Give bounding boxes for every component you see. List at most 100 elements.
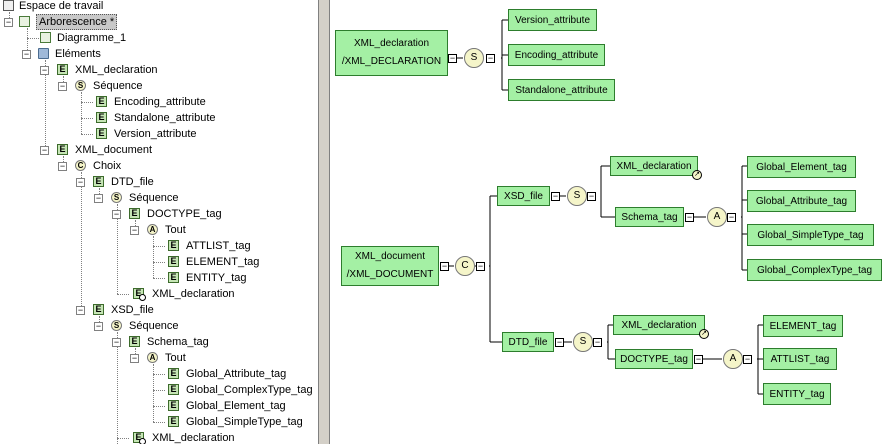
collapse-icon[interactable]: − [58,161,67,171]
collapse-icon[interactable]: − [94,193,103,203]
collapse-connector-icon[interactable]: − [551,191,560,201]
tree-item-label: DOCTYPE_tag [147,208,222,220]
collapse-connector-icon[interactable]: − [448,53,457,63]
diagram-canvas[interactable]: XML_declaration /XML_DECLARATION − S − V… [330,0,883,444]
collapse-icon[interactable]: − [130,353,139,363]
tree-guide [153,364,154,422]
diagram-standalone-attribute[interactable]: Standalone_attribute [508,79,615,101]
element-icon: E [168,256,179,267]
tree-guide [117,332,118,444]
collapse-connector-icon[interactable]: − [685,212,694,222]
tree-guide [153,278,165,279]
all-icon: A [147,352,158,363]
tree-panel[interactable]: Espace de travail − Arborescence * Diagr… [0,0,318,444]
choice-node[interactable]: C [455,256,475,276]
collapse-icon[interactable]: − [22,49,31,59]
element-reference-icon: E [133,288,146,301]
collapse-icon[interactable]: − [94,321,103,331]
sequence-node[interactable]: S [567,186,587,206]
collapse-connector-icon[interactable]: − [694,354,703,364]
tree-item-label: Schema_tag [147,336,209,348]
diagram-xml-declaration-ref[interactable]: XML_declaration [610,156,702,180]
diagram-dtd-file[interactable]: DTD_file [502,332,554,352]
diagram-schema-tag[interactable]: Schema_tag [615,207,684,227]
collapse-icon[interactable]: − [112,337,121,347]
tree-item-label: Global_ComplexType_tag [186,384,313,396]
tree-guide [45,60,46,150]
tree-item-label: Standalone_attribute [114,112,216,124]
tree-guide [153,262,165,263]
panel-splitter[interactable] [318,0,330,444]
diagram-global-simpletype-tag[interactable]: Global_SimpleType_tag [747,224,874,246]
diagram-xml-document[interactable]: XML_document /XML_DOCUMENT [341,246,439,286]
element-icon: E [96,112,107,123]
collapse-connector-icon[interactable]: − [486,53,495,63]
sequence-node[interactable]: S [573,332,593,352]
element-icon: E [168,416,179,427]
tree-item-label: DTD_file [111,176,154,188]
collapse-icon[interactable]: − [76,177,85,187]
element-icon: E [96,128,107,139]
diagram-doctype-tag[interactable]: DOCTYPE_tag [615,349,693,369]
diagram-global-attribute-tag[interactable]: Global_Attribute_tag [747,190,856,212]
element-icon: E [129,208,140,219]
collapse-icon[interactable]: − [112,209,121,219]
element-icon: E [96,96,107,107]
collapse-connector-icon[interactable]: − [440,261,449,271]
diagram-version-attribute[interactable]: Version_attribute [508,9,597,31]
diagram-xml-declaration[interactable]: XML_declaration /XML_DECLARATION [335,30,448,76]
diagram-global-complextype-tag[interactable]: Global_ComplexType_tag [747,259,882,281]
collapse-icon[interactable]: − [40,145,49,155]
collapse-connector-icon[interactable]: − [593,337,602,347]
tree-guide [153,374,165,375]
collapse-icon[interactable]: − [76,305,85,315]
tree-item-label: XML_declaration [152,432,235,444]
diagram-xsd-file[interactable]: XSD_file [497,186,550,206]
element-icon: E [168,240,179,251]
collapse-icon[interactable]: − [40,65,49,75]
all-node[interactable]: A [707,207,727,227]
tree-guide [81,134,93,135]
tree-guide [153,390,165,391]
tree-root-icon [19,16,30,27]
diagram-connectors [449,19,763,395]
tree-item-label: Choix [93,160,122,172]
tree-guide [81,102,93,103]
diagram-xml-declaration-ref[interactable]: XML_declaration [613,315,709,339]
tree-guide [9,12,10,22]
tree-item-label: ENTITY_tag [186,272,247,284]
diagram-attlist-tag[interactable]: ATTLIST_tag [763,348,837,370]
diagram-global-element-tag[interactable]: Global_Element_tag [747,156,856,178]
tree-item-label: Version_attribute [114,128,197,140]
diagram-encoding-attribute[interactable]: Encoding_attribute [508,44,605,66]
diagram-entity-tag[interactable]: ENTITY_tag [763,383,831,405]
tree-guide [117,438,129,439]
all-node[interactable]: A [723,349,743,369]
collapse-icon[interactable]: − [4,17,13,27]
sequence-node[interactable]: S [464,48,484,68]
collapse-icon[interactable]: − [130,225,139,235]
all-icon: A [147,224,158,235]
collapse-connector-icon[interactable]: − [743,354,752,364]
collapse-icon[interactable]: − [58,81,67,91]
diagram-element-tag[interactable]: ELEMENT_tag [763,315,843,337]
collapse-connector-icon[interactable]: − [587,191,596,201]
element-icon: E [93,304,104,315]
tree-guide [153,236,154,278]
sequence-icon: S [75,80,86,91]
sequence-icon: S [111,192,122,203]
tree-root-label: Arborescence * [36,14,118,30]
tree-item-label: Séquence [129,320,179,332]
node-name: XML_declaration [353,38,430,49]
element-icon: E [57,64,68,75]
element-icon: E [168,368,179,379]
element-icon: E [57,144,68,155]
collapse-connector-icon[interactable]: − [727,212,736,222]
collapse-connector-icon[interactable]: − [476,261,485,271]
tree-item-label: Tout [165,224,186,236]
element-icon: E [168,272,179,283]
collapse-connector-icon[interactable]: − [555,337,564,347]
tree-guide [117,204,118,294]
tree-item-label: Encoding_attribute [114,96,206,108]
tree-item-label: Séquence [93,80,143,92]
